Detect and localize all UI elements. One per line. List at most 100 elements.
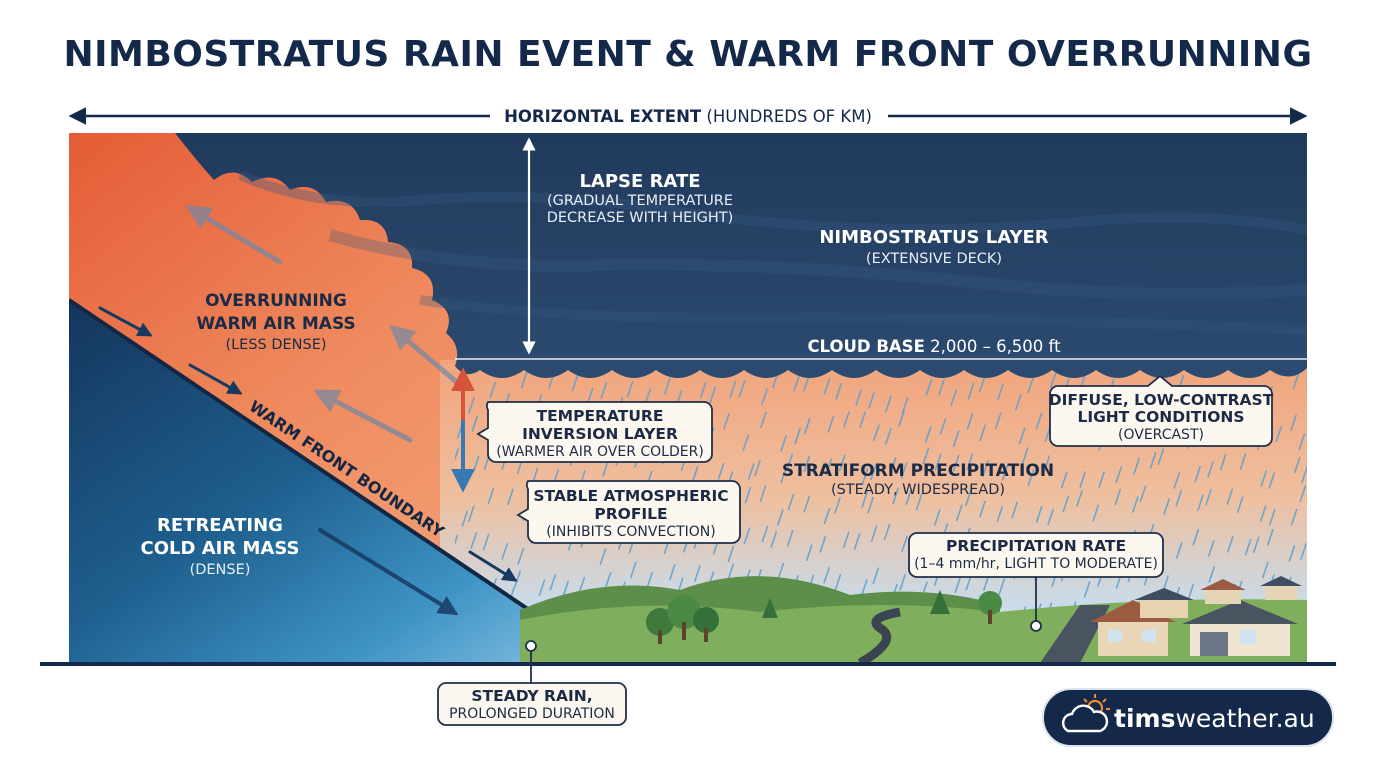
lapse-rate-line2: DECREASE WITH HEIGHT) [547, 210, 734, 226]
rain-streak [461, 510, 469, 528]
rain-streak [738, 380, 746, 397]
rain-streak [870, 525, 878, 543]
rain-streak [1227, 535, 1234, 553]
rain-streak [669, 563, 676, 581]
rain-streak [514, 570, 521, 588]
inversion-callout: TEMPERATURE INVERSION LAYER (WARMER AIR … [476, 401, 713, 463]
rain-streak [842, 531, 850, 549]
rain-streak [1244, 538, 1252, 556]
rain-streak [1236, 496, 1244, 513]
rain-streak [501, 543, 509, 560]
rain-streak [925, 379, 933, 396]
rain-streak [979, 375, 986, 392]
rain-streak [1308, 645, 1313, 660]
rain-streak [1268, 472, 1276, 489]
rain-streak [955, 504, 963, 522]
rain-streak [600, 382, 608, 399]
horizontal-extent-label: HORIZONTAL EXTENT (HUNDREDS OF KM) [504, 107, 872, 126]
rain-streak [803, 455, 811, 473]
brand-logo: timsweather.au [1042, 688, 1334, 747]
rain-streak [747, 463, 755, 480]
rain-streak [549, 573, 557, 591]
precipitation-rate-callout: PRECIPITATION RATE (1–4 mm/hr, LIGHT TO … [908, 532, 1164, 632]
diffuse-line2: LIGHT CONDITIONS [1077, 408, 1244, 426]
rain-streak [870, 463, 877, 481]
rain-streak [998, 578, 1006, 595]
rain-streak [1027, 469, 1035, 486]
stable-line1: STABLE ATMOSPHERIC [533, 487, 728, 505]
rain-streak [1079, 471, 1086, 488]
rain-streak [487, 487, 495, 505]
rain-streak [900, 461, 908, 479]
rain-streak [1298, 433, 1306, 451]
rain-streak [853, 533, 861, 550]
rain-streak [1047, 508, 1054, 526]
nimbostratus-title: NIMBOSTRATUS LAYER [819, 227, 1048, 248]
rain-streak [1035, 412, 1043, 430]
stable-line2: PROFILE [594, 505, 667, 523]
rain-streak [709, 386, 717, 404]
cold-air-line1: RETREATING [157, 515, 283, 536]
rain-streak [489, 381, 497, 399]
brand-text: timsweather.au [1114, 704, 1315, 733]
rain-streak [1187, 583, 1195, 601]
rain-streak [1290, 414, 1297, 432]
rain-streak [967, 382, 975, 400]
rain-streak [1269, 508, 1276, 526]
rain-streak [954, 576, 962, 594]
rain-streak [1149, 451, 1157, 469]
warm-airflow-arrows [185, 205, 463, 443]
rain-streak [966, 453, 974, 471]
rain-streak [898, 409, 905, 427]
rain-streak [793, 374, 800, 392]
rain-streak [1133, 457, 1140, 475]
trees [646, 590, 1002, 644]
rain-streak [1132, 496, 1139, 513]
steady-rain-callout: STEADY RAIN, PROLONGED DURATION [437, 640, 627, 726]
rain-streak [1207, 540, 1215, 557]
rain-streak [885, 427, 892, 445]
rain-streak [1043, 455, 1051, 472]
rain-streak [1290, 508, 1298, 526]
rain-streak [1114, 488, 1122, 506]
rain-streak [1173, 472, 1181, 489]
rain-streak [761, 525, 769, 543]
rain-streak [727, 545, 735, 563]
rain-streak [861, 579, 868, 596]
rain-streak [1157, 448, 1165, 466]
rain-streak [754, 459, 761, 477]
rain-streak [834, 496, 841, 514]
rain-streak [966, 413, 974, 430]
rain-streak [899, 574, 906, 591]
rain-streak [743, 527, 751, 544]
rain-streak [1062, 495, 1070, 513]
rain-streak [626, 380, 634, 398]
rain-streak [1035, 506, 1043, 523]
rain-streak [1014, 393, 1022, 411]
rain-streak [872, 567, 880, 585]
rain-streak [939, 418, 947, 435]
rain-streak [468, 505, 475, 522]
diffuse-line1: DIFFUSE, LOW-CONTRAST [1049, 391, 1274, 409]
cold-air-sub: (DENSE) [190, 562, 251, 578]
warm-air-sub: (LESS DENSE) [225, 337, 326, 353]
rain-streak [1292, 372, 1300, 390]
rain-streak [1262, 561, 1269, 579]
rain-streak [1194, 465, 1201, 483]
rain-streak [578, 576, 586, 594]
rain-streak [761, 388, 768, 405]
stable-sub: (INHIBITS CONVECTION) [546, 524, 715, 540]
inversion-sub: (WARMER AIR OVER COLDER) [496, 444, 704, 460]
rain-streak [1021, 447, 1029, 464]
rain-streak [604, 572, 612, 589]
cold-air-line2: COLD AIR MASS [141, 538, 300, 559]
rain-streak [794, 427, 801, 445]
rain-streak [760, 411, 767, 429]
rain-streak [952, 454, 960, 472]
rain-streak [691, 466, 699, 483]
rain-streak [1197, 494, 1204, 511]
rain-streak [823, 507, 831, 525]
rain-streak [470, 532, 478, 549]
cloud-sun-icon [1061, 694, 1110, 733]
